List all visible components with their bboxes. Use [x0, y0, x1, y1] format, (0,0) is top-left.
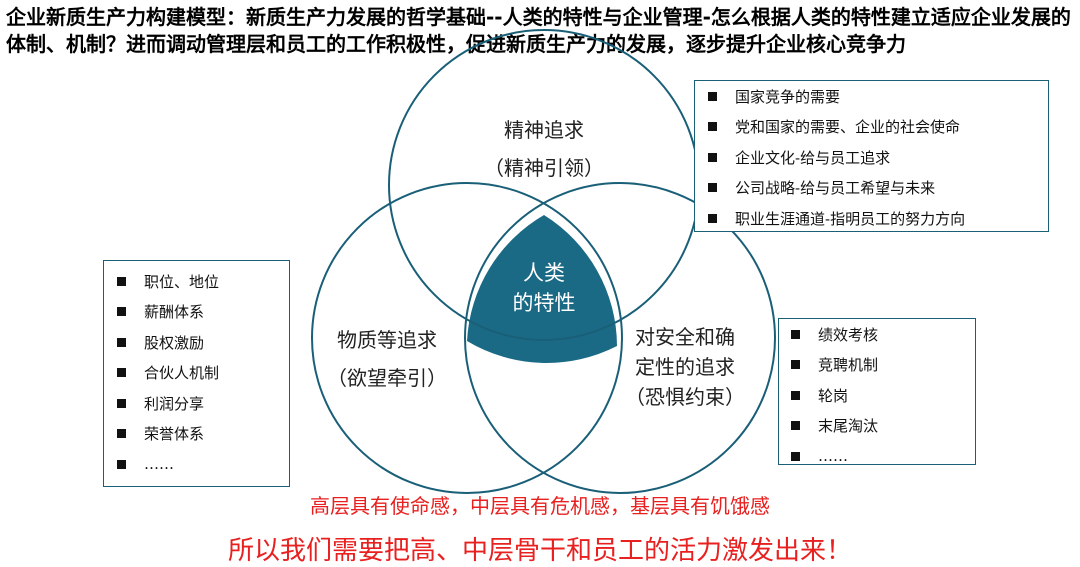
- circle-material: [311, 182, 623, 494]
- bullet-icon: [117, 398, 126, 408]
- list-item-text: 企业文化-给与员工追求: [735, 148, 891, 167]
- list-item: 末尾淘汰: [791, 411, 975, 442]
- bullet-icon: [117, 276, 126, 286]
- list-item: 轮岗: [791, 380, 975, 411]
- bullet-icon: [117, 368, 126, 378]
- list-item: 公司战略-给与员工希望与未来: [708, 173, 1048, 204]
- list-item-text: 股权激励: [144, 333, 205, 352]
- bullet-icon: [117, 307, 126, 317]
- intersection-region: [467, 215, 617, 363]
- list-item: ……: [791, 441, 975, 472]
- label-material-line2: （欲望牵引）: [327, 366, 447, 390]
- list-item-text: 薪酬体系: [144, 303, 205, 322]
- list-item-text: 绩效考核: [818, 325, 879, 344]
- list-item: 职业生涯通道-指明员工的努力方向: [708, 203, 1048, 234]
- list-item: 企业文化-给与员工追求: [708, 142, 1048, 173]
- label-security-line3: （恐惧约束）: [625, 385, 745, 409]
- footer-line-2: 所以我们需要把高、中层骨干和员工的活力激发出来！: [227, 536, 852, 566]
- box-material-measures: 职位、地位 薪酬体系 股权激励 合伙人机制 利润分享 荣誉体系 ……: [103, 260, 290, 487]
- bullet-icon: [791, 421, 800, 431]
- list-item-text: 轮岗: [818, 386, 849, 405]
- list-item: 竞聘机制: [791, 350, 975, 381]
- bullet-icon: [708, 152, 717, 162]
- bullet-icon: [791, 329, 800, 339]
- center-label-line2: 的特性: [512, 291, 576, 315]
- list-item-text: 职业生涯通道-指明员工的努力方向: [735, 209, 966, 228]
- list-item-text: 职位、地位: [144, 272, 220, 291]
- bullet-icon: [791, 451, 800, 461]
- bullet-icon: [708, 91, 717, 101]
- list-item-text: ……: [818, 447, 848, 466]
- label-material-line1: 物质等追求: [337, 328, 437, 352]
- list-item-text: 合伙人机制: [144, 364, 220, 383]
- list-item-text: 末尾淘汰: [818, 417, 879, 436]
- list-item-text: 公司战略-给与员工希望与未来: [735, 179, 936, 198]
- page-title: 企业新质生产力构建模型：新质生产力发展的哲学基础--人类的特性与企业管理-怎么根…: [6, 5, 1071, 56]
- center-label: 人类 的特性: [494, 258, 594, 318]
- list-item-text: 荣誉体系: [144, 425, 205, 444]
- list-item: 股权激励: [117, 327, 289, 358]
- box-security-measures: 绩效考核 竞聘机制 轮岗 末尾淘汰 ……: [778, 318, 976, 465]
- box-spiritual-measures: 国家竞争的需要 党和国家的需要、企业的社会使命 企业文化-给与员工追求 公司战略…: [694, 80, 1049, 232]
- list-item: 合伙人机制: [117, 358, 289, 389]
- list-item: 利润分享: [117, 388, 289, 419]
- list-item: 国家竞争的需要: [708, 81, 1048, 112]
- list-item-text: 利润分享: [144, 394, 205, 413]
- bullet-icon: [117, 429, 126, 439]
- center-label-line1: 人类: [523, 261, 565, 285]
- list-item: ……: [117, 449, 289, 480]
- footer-line-1: 高层具有使命感，中层具有危机感，基层具有饥饿感: [310, 494, 770, 518]
- circle-security: [464, 182, 776, 494]
- bullet-icon: [117, 459, 126, 469]
- list-item: 职位、地位: [117, 266, 289, 297]
- bullet-icon: [791, 390, 800, 400]
- bullet-icon: [791, 360, 800, 370]
- list-item: 荣誉体系: [117, 419, 289, 450]
- list-item: 党和国家的需要、企业的社会使命: [708, 112, 1048, 143]
- label-material: 物质等追求 （欲望牵引）: [312, 325, 462, 393]
- bullet-icon: [708, 122, 717, 132]
- list-item-text: ……: [144, 455, 174, 474]
- label-spiritual-line1: 精神追求: [504, 118, 584, 142]
- list-item-text: 党和国家的需要、企业的社会使命: [735, 118, 961, 137]
- label-spiritual-line2: （精神引领）: [484, 156, 604, 180]
- list-item: 薪酬体系: [117, 297, 289, 328]
- list-item: 绩效考核: [791, 319, 975, 350]
- bullet-icon: [708, 183, 717, 193]
- label-security: 对安全和确 定性的追求 （恐惧约束）: [615, 322, 755, 412]
- label-security-line2: 定性的追求: [635, 355, 735, 379]
- list-item-text: 竞聘机制: [818, 356, 879, 375]
- label-security-line1: 对安全和确: [635, 325, 735, 349]
- list-item-text: 国家竞争的需要: [735, 87, 841, 106]
- bullet-icon: [117, 337, 126, 347]
- label-spiritual: 精神追求 （精神引领）: [464, 115, 624, 183]
- bullet-icon: [708, 213, 717, 223]
